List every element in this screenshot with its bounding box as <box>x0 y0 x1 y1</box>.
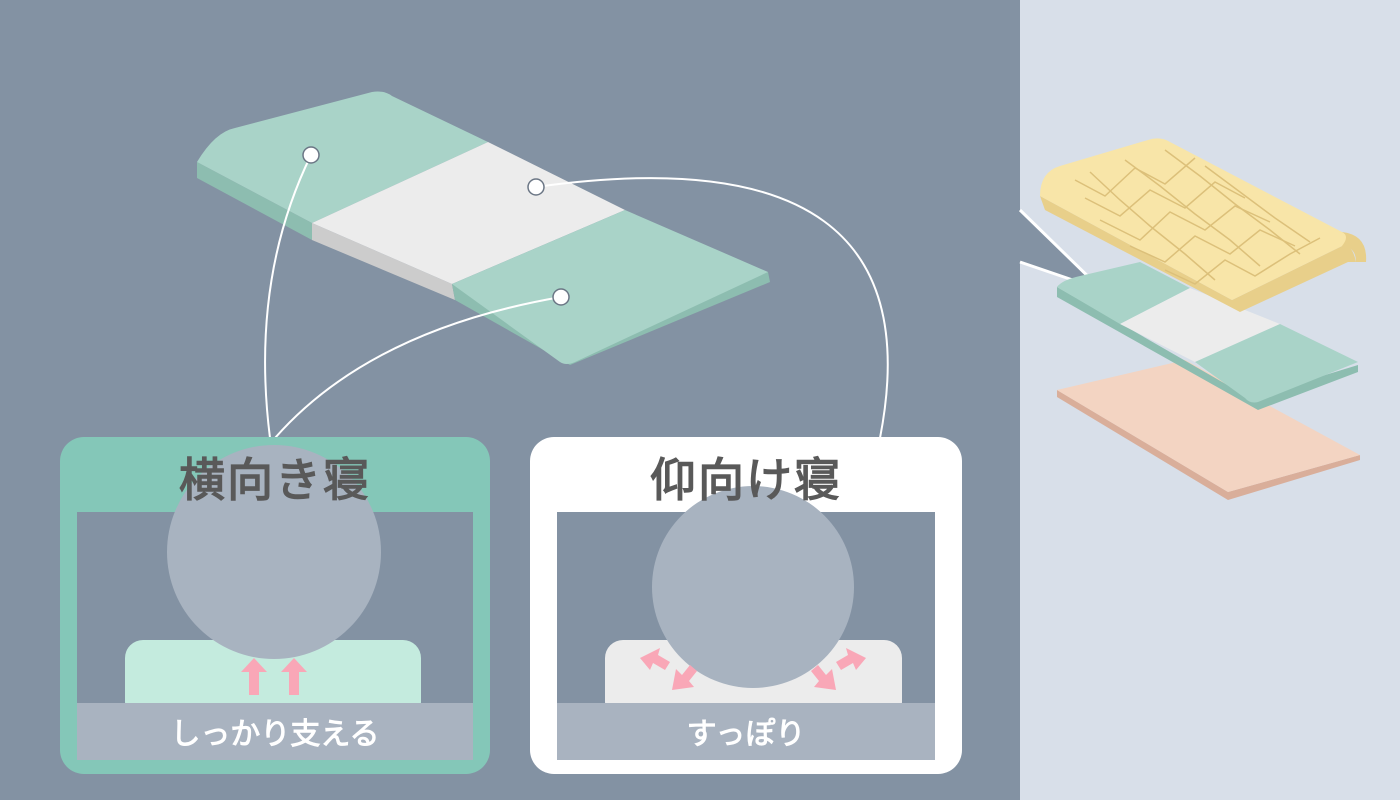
leader-line-left <box>264 154 312 439</box>
pillow-edge-middle <box>312 223 455 300</box>
arrow-icon <box>640 648 670 670</box>
layer-middle-center <box>1120 288 1280 362</box>
pillow-top-middle <box>312 142 625 284</box>
up-arrow-icon <box>281 658 307 695</box>
arrow-icon <box>836 648 866 670</box>
main-pillow <box>197 91 770 365</box>
layer-top-texture <box>1074 149 1321 285</box>
panel-side-sleep: 横向き寝 しっかり支える <box>60 437 490 774</box>
layer-middle-left <box>1057 262 1190 324</box>
layer-top-edge <box>1040 196 1356 312</box>
pillow-edge-left <box>197 162 312 240</box>
panel-back-sleep: 仰向け寝 すっぽり <box>530 437 962 774</box>
side-caption-bar <box>77 703 473 760</box>
layer-middle-right <box>1195 324 1358 403</box>
side-panel-caption: しっかり支える <box>170 717 379 752</box>
side-support-cushion <box>125 640 421 720</box>
leader-line-middle <box>535 177 889 439</box>
marker-dot-right <box>552 288 570 306</box>
layer-top-curl <box>1340 232 1367 262</box>
marker-dot-middle <box>527 178 545 196</box>
marker-dot-left <box>302 146 320 164</box>
arrow-icon <box>672 665 697 690</box>
exploded-layers <box>1040 138 1367 500</box>
pillow-top-left <box>197 91 488 223</box>
pillow-top-right <box>452 210 768 364</box>
back-head <box>652 486 854 688</box>
back-panel-title: 仰向け寝 <box>650 453 842 507</box>
side-panel-title: 横向き寝 <box>179 453 371 507</box>
layer-bottom <box>1057 360 1360 492</box>
up-arrow-icon <box>241 658 267 695</box>
layer-top <box>1040 138 1346 300</box>
back-caption-bar <box>557 703 935 760</box>
leader-lines <box>264 154 889 439</box>
leader-line-right-green <box>274 296 562 439</box>
back-panel-caption: すっぽり <box>687 717 806 752</box>
side-head <box>167 445 381 659</box>
arrow-icon <box>811 665 836 690</box>
